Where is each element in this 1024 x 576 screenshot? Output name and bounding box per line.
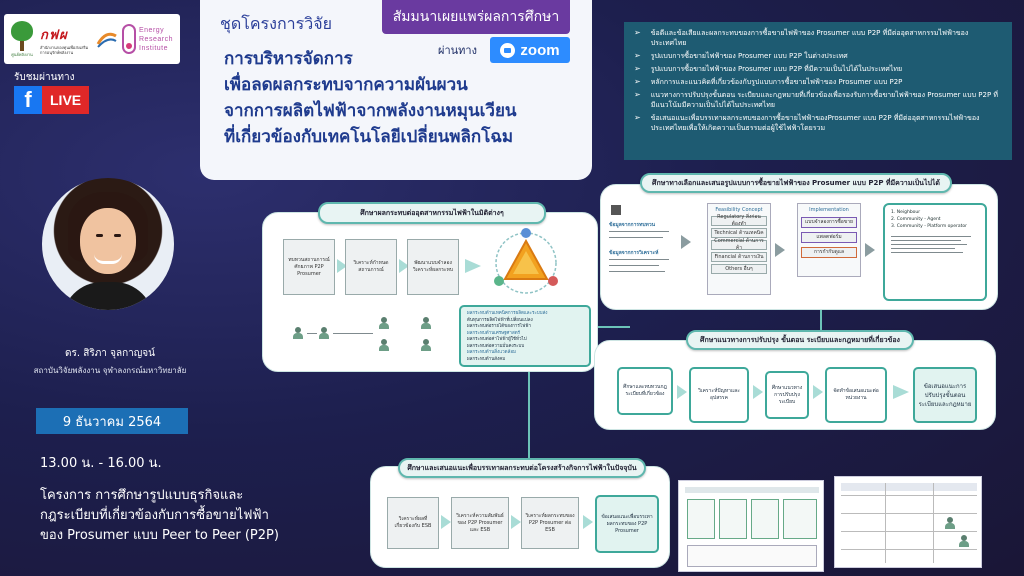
arrow-bullet-icon: ➢ xyxy=(634,64,641,73)
person-icon xyxy=(421,339,431,351)
model-title: ศึกษาทางเลือกและเสนอรูปแบบการซื้อขายไฟฟ้… xyxy=(640,173,952,193)
regulation-step: จัดทำข้อเสนอแนะต่อหน่วยงาน xyxy=(825,367,887,423)
person-icon xyxy=(421,317,431,329)
impact-triangle-icon xyxy=(494,228,558,294)
arrow-bullet-icon: ➢ xyxy=(634,77,641,86)
objective-item: ➢รูปแบบการซื้อขายไฟฟ้าของ Prosumer แบบ P… xyxy=(634,64,903,73)
arrow-right-icon xyxy=(813,385,823,399)
regulation-title: ศึกษาแนวทางการปรับปรุง ขั้นตอน ระเบียบแล… xyxy=(686,330,914,350)
arrow-right-icon xyxy=(465,259,481,273)
arrow-bullet-icon: ➢ xyxy=(634,28,641,37)
project-name: โครงการ การศึกษารูปแบบธุรกิจและ กฎระเบีย… xyxy=(40,488,279,543)
connector-line xyxy=(820,310,822,340)
arrow-right-icon xyxy=(753,385,763,399)
tree-logo-icon: ศูนย์พลังงาน xyxy=(8,19,36,59)
fund-logo: กฟผ สำนักงานกองทุนเพื่อส่งเสริมการอนุรัก… xyxy=(40,26,89,55)
main-title: การบริหารจัดการ เพื่อลดผลกระทบจากความผัน… xyxy=(224,49,517,147)
mitigation-step: วิเคราะห์ผลกระทบของ P2P Prosumer ต่อ ESB xyxy=(521,497,579,549)
arrow-right-icon xyxy=(893,385,909,399)
person-icon xyxy=(293,327,303,339)
objective-item: ➢ข้อเสนอแนะเพื่อบรรเทาผลกระทบของการซื้อข… xyxy=(634,113,980,132)
objective-item: ➢แนวทางการปรับปรุงขั้นตอน ระเบียบและกฎหม… xyxy=(634,90,999,109)
model-icon xyxy=(611,205,621,215)
arrow-right-icon xyxy=(775,243,785,257)
impact-diagram: ทบทวนสถานการณ์ศักยภาพ P2P Prosumer วิเคร… xyxy=(262,212,598,372)
swoosh-logo-icon xyxy=(96,32,117,48)
speaker-org: สถาบันวิจัยพลังงาน จุฬาลงกรณ์มหาวิทยาลัย xyxy=(33,366,187,375)
mitigation-step: วิเคราะห์ผลที่เกี่ยวข้องกับ ESB xyxy=(387,497,439,549)
arrow-right-icon xyxy=(399,259,409,273)
speaker-name: ดร. สิริภา จุลกาญจน์ xyxy=(65,348,155,359)
impact-step: พัฒนาแบบจำลองวิเคราะห์ผลกระทบ xyxy=(407,239,459,295)
arrow-right-icon xyxy=(681,235,691,249)
connector-line xyxy=(528,372,530,464)
feasibility-item: Regulatory สิ่งก่อนต้องทำ xyxy=(711,214,767,227)
arrow-right-icon xyxy=(865,243,875,257)
objective-item: ➢ข้อดีและข้อเสียและผลกระทบของการซื้อขายไ… xyxy=(634,28,969,47)
thumbnail-diagram xyxy=(678,480,824,572)
mitigation-result: ข้อเสนอแนะเพื่อบรรเทาผลกระทบของ P2P Pros… xyxy=(595,495,659,553)
implementation-column: Implementation แบบจำลองการซื้อขาย แพลตฟอ… xyxy=(797,203,861,277)
impact-details: ผลกระทบด้านเทคนิคการผลิตและระบบส่ง ต้นทุ… xyxy=(459,305,591,367)
mitigation-step: วิเคราะห์ความสัมพันธ์ของ P2P Prosumer แล… xyxy=(451,497,509,549)
person-icon xyxy=(379,339,389,351)
feasibility-item: Technical ด้านเทคนิค xyxy=(711,228,767,238)
title-card: ชุดโครงการวิจัย สัมมนาเผยแพร่ผลการศึกษา … xyxy=(200,0,592,180)
event-time: 13.00 น. - 16.00 น. xyxy=(40,456,162,471)
arrow-bullet-icon: ➢ xyxy=(634,51,641,60)
feasibility-column: Feasibility Concept Regulatory สิ่งก่อนต… xyxy=(707,203,771,295)
event-date: 9 ธันวาคม 2564 xyxy=(36,408,188,434)
impact-title: ศึกษาผลกระทบต่ออุตสาหกรรมไฟฟ้าในมิติต่าง… xyxy=(318,202,546,224)
regulation-diagram: ศึกษาและทบทวนกฎระเบียบที่เกี่ยวข้อง วิเค… xyxy=(594,340,996,430)
feasibility-item: Financial ด้านการเงิน xyxy=(711,252,767,262)
zoom-camera-icon xyxy=(500,42,516,58)
arrow-right-icon xyxy=(511,515,521,529)
regulation-step: ศึกษาและทบทวนกฎระเบียบที่เกี่ยวข้อง xyxy=(617,367,673,415)
impact-step: ทบทวนสถานการณ์ศักยภาพ P2P Prosumer xyxy=(283,239,335,295)
facebook-icon: f xyxy=(14,86,42,114)
objective-item: ➢รูปแบบการซื้อขายไฟฟ้าของ Prosumer แบบ P… xyxy=(634,51,848,60)
impact-step: วิเคราะห์กำหนดสถานการณ์ xyxy=(345,239,397,295)
arrow-right-icon xyxy=(583,515,593,529)
facebook-live-badge[interactable]: f LIVE xyxy=(14,86,90,114)
arrow-bullet-icon: ➢ xyxy=(634,90,641,99)
mitigation-diagram: วิเคราะห์ผลที่เกี่ยวข้องกับ ESB วิเคราะห… xyxy=(370,466,670,568)
eri-logo: Energy Research Institute xyxy=(122,24,173,54)
feasibility-item: Commercial ด้านการค้า xyxy=(711,238,767,251)
eri-mark-icon xyxy=(122,24,136,54)
series-label: ชุดโครงการวิจัย xyxy=(220,14,332,33)
live-caption: รับชมผ่านทาง xyxy=(14,72,75,83)
seminar-badge: สัมมนาเผยแพร่ผลการศึกษา xyxy=(382,0,570,34)
live-label: LIVE xyxy=(42,86,90,114)
person-icon xyxy=(379,317,389,329)
implementation-item: การกำกับดูแล xyxy=(801,247,857,258)
thumbnail-table xyxy=(834,476,982,568)
mitigation-title: ศึกษาและเสนอแนะเพื่อบรรเทาผลกระทบต่อโครง… xyxy=(398,458,646,478)
arrow-right-icon xyxy=(677,385,687,399)
implementation-item: แบบจำลองการซื้อขาย xyxy=(801,217,857,228)
model-results: 1. Neighbour 2. Community - Agent 3. Com… xyxy=(883,203,987,301)
objective-item: ➢หลักการและแนวคิดที่เกี่ยวข้องกับรูปแบบก… xyxy=(634,77,903,86)
regulation-step: วิเคราะห์ปัญหาและอุปสรรค xyxy=(689,367,749,423)
model-diagram: ข้อมูลจากการทบทวน ข้อมูลจากการวิเคราะห์ … xyxy=(600,184,998,310)
arrow-right-icon xyxy=(337,259,347,273)
regulation-step: ศึกษาแนวทางการปรับปรุงระเบียบ xyxy=(765,371,809,419)
zoom-badge[interactable]: zoom xyxy=(490,37,570,63)
feasibility-item: Others อื่นๆ xyxy=(711,264,767,274)
sponsor-logos: ศูนย์พลังงาน กฟผ สำนักงานกองทุนเพื่อส่งเ… xyxy=(4,14,180,64)
via-label: ผ่านทาง xyxy=(438,44,477,57)
arrow-bullet-icon: ➢ xyxy=(634,113,641,122)
arrow-right-icon xyxy=(441,515,451,529)
speaker-photo xyxy=(42,178,174,310)
regulation-result: ข้อเสนอแนะการปรับปรุงขั้นตอน ระเบียบและก… xyxy=(913,367,977,423)
objectives-panel: ➢ข้อดีและข้อเสียและผลกระทบของการซื้อขายไ… xyxy=(624,22,1012,160)
person-icon xyxy=(945,517,955,529)
person-icon xyxy=(959,535,969,547)
person-icon xyxy=(319,327,329,339)
implementation-item: แพลตฟอร์ม xyxy=(801,232,857,243)
